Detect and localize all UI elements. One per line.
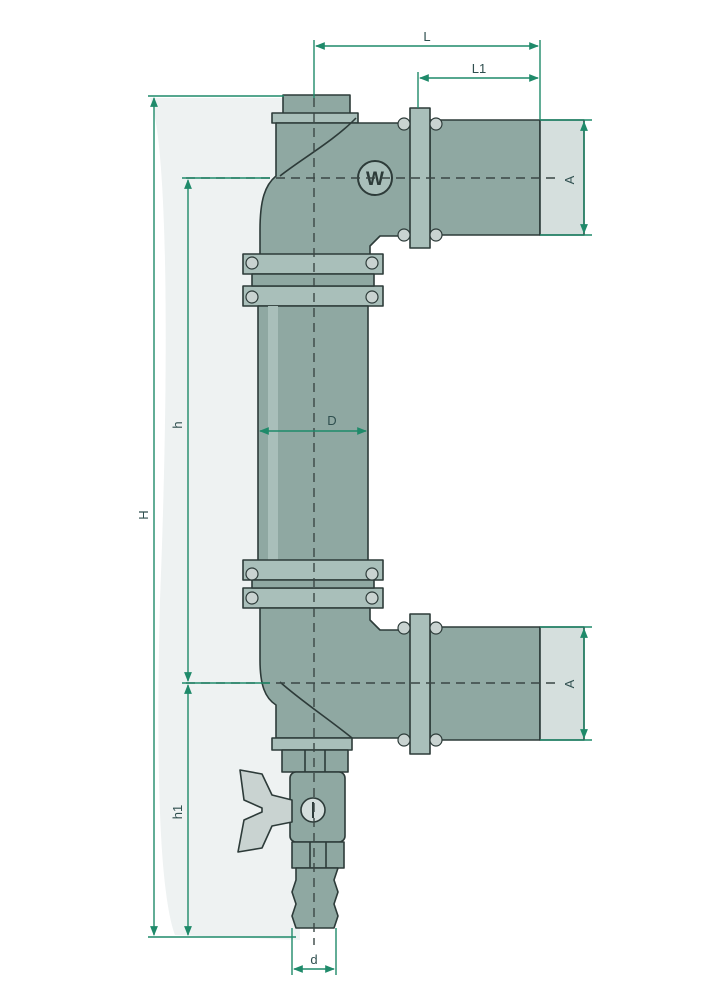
- bolt: [397, 228, 411, 242]
- bolt: [365, 256, 379, 270]
- bottom-elbow: [259, 607, 413, 739]
- bolt: [429, 621, 443, 635]
- bottom-outlet-flange: [409, 613, 431, 755]
- label-h: h: [170, 421, 185, 428]
- bolt: [245, 256, 259, 270]
- label-L: L: [423, 29, 430, 44]
- lower-flange-top: [242, 559, 384, 581]
- dimension-lines: [148, 40, 592, 975]
- label-H: H: [136, 510, 151, 519]
- bolt: [397, 733, 411, 747]
- drain-nipple: [271, 737, 353, 751]
- label-h1: h1: [170, 805, 185, 819]
- valve-lower-nut: [291, 841, 345, 869]
- bolt: [245, 591, 259, 605]
- main-tube-highlight: [268, 306, 278, 564]
- upper-flange-top: [242, 253, 384, 275]
- flange-bolts: [245, 117, 443, 747]
- bolt: [365, 591, 379, 605]
- valve-wing-handle: [237, 769, 293, 853]
- bolt: [397, 621, 411, 635]
- lower-flange-gap: [251, 579, 375, 589]
- lower-flange-bottom: [242, 587, 384, 609]
- bolt: [397, 117, 411, 131]
- top-elbow: [259, 122, 413, 259]
- logo-letter: W: [366, 169, 384, 190]
- bolt: [429, 117, 443, 131]
- top-cap: [282, 94, 351, 116]
- bolt: [365, 290, 379, 304]
- dimension-labels: L L1 H h h1 D A A d: [136, 29, 577, 967]
- label-D: D: [327, 413, 336, 428]
- bolt: [365, 567, 379, 581]
- hose-barb: [291, 867, 339, 929]
- bolt: [429, 228, 443, 242]
- label-d: d: [310, 952, 317, 967]
- bolt: [245, 567, 259, 581]
- top-elbow-seam: [279, 117, 357, 177]
- label-A-top: A: [562, 175, 577, 184]
- bolt: [245, 290, 259, 304]
- drain-nut: [281, 749, 349, 773]
- bottom-elbow-seam: [279, 681, 353, 739]
- label-L1: L1: [472, 61, 486, 76]
- label-A-bottom: A: [562, 679, 577, 688]
- top-cap-flange: [271, 112, 359, 124]
- upper-flange-bottom: [242, 285, 384, 307]
- gauge-body: [237, 94, 585, 929]
- upper-flange-gap: [251, 273, 375, 287]
- bolt: [429, 733, 443, 747]
